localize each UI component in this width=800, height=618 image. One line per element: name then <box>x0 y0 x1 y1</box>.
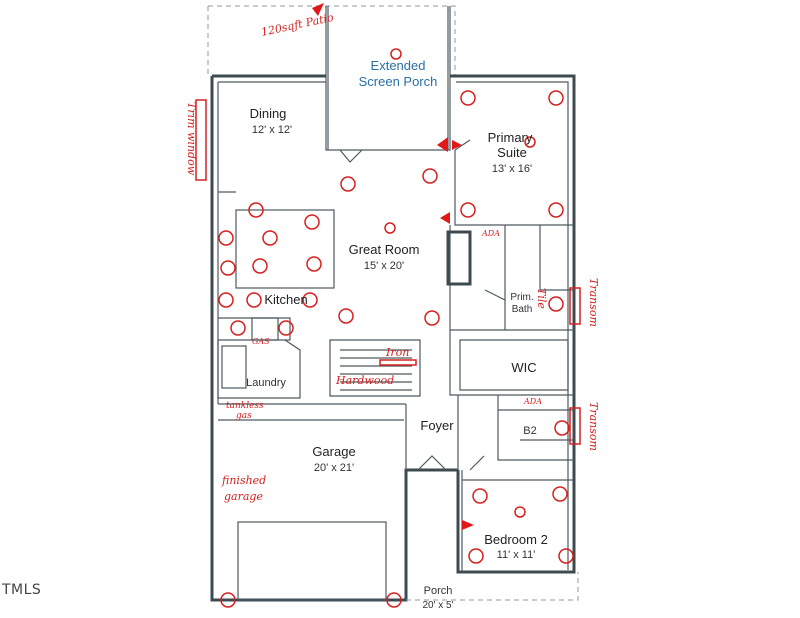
transom-note-2: Transom <box>587 402 600 451</box>
bath-walls <box>449 225 574 396</box>
gas-note: GAS <box>252 337 270 346</box>
screen-porch-label-2: Screen Porch <box>359 74 438 89</box>
washer <box>221 345 247 389</box>
window-marker <box>569 407 581 445</box>
screen-porch-label-1: Extended <box>371 58 426 73</box>
tankless-note-1: tankless <box>226 401 264 411</box>
primary-suite-line1: Primary <box>488 130 533 145</box>
stairs <box>329 339 421 397</box>
foyer-name: Foyer <box>420 418 454 433</box>
foyer-walls <box>405 395 574 470</box>
marker-triangle <box>440 212 450 224</box>
garage-dim: 20' x 21' <box>314 462 354 474</box>
marker-triangle <box>312 3 324 16</box>
stove <box>251 317 279 341</box>
b2-name: B2 <box>523 425 536 437</box>
bedroom2-name: Bedroom 2 <box>484 532 548 547</box>
great-room-dim: 15' x 20' <box>364 260 404 272</box>
screen-porch-walls <box>325 6 451 151</box>
great-room-name: Great Room <box>349 242 420 257</box>
garage-name: Garage <box>312 444 355 459</box>
kitchen-island <box>235 209 335 289</box>
light-markers <box>218 90 574 608</box>
primary-suite-wall <box>454 139 574 226</box>
exterior-wall <box>210 74 576 602</box>
porch-dim: 20' x 5' <box>422 600 453 611</box>
tile-note: Tile <box>535 288 548 309</box>
tankless-note-2: gas <box>236 411 252 421</box>
iron-note: Iron <box>385 346 409 359</box>
dining-dim: 12' x 12' <box>252 124 292 136</box>
marker-triangle <box>437 137 448 152</box>
ada-note-2: ADA <box>523 397 542 406</box>
finished-garage-note-2: garage <box>224 490 263 503</box>
transom-note-1: Transom <box>587 278 600 327</box>
window-marker <box>569 287 581 325</box>
wic-name: WIC <box>511 360 536 375</box>
window-marker <box>195 99 207 181</box>
fan-markers <box>384 48 536 518</box>
porch-name: Porch <box>424 585 453 597</box>
patio-label: 120sqft Patio <box>260 11 335 39</box>
door-swing <box>339 149 485 471</box>
kitchen-name: Kitchen <box>264 292 307 307</box>
finished-garage-note-1: finished <box>221 474 266 487</box>
laundry-name: Laundry <box>246 377 286 389</box>
laundry-walls <box>217 339 301 399</box>
trim-window-note: Trim window <box>185 102 198 176</box>
patio-outline <box>207 5 456 76</box>
prim-bath-line1: Prim. <box>510 292 533 303</box>
ada-note-1: ADA <box>481 229 500 238</box>
garage-door <box>237 521 387 601</box>
primary-suite-line2: Suite <box>497 145 527 160</box>
marker-triangle <box>462 520 474 530</box>
primary-suite-dim: 13' x 16' <box>492 163 532 175</box>
wic-walls <box>459 339 569 391</box>
fireplace <box>446 230 472 286</box>
iron-railing-marker <box>379 359 417 366</box>
watermark: TMLS <box>2 582 42 598</box>
porch-outline <box>406 572 579 601</box>
bedroom2-dim: 11' x 11' <box>497 549 536 561</box>
hardwood-note: Hardwood <box>335 374 394 387</box>
marker-triangle <box>452 140 462 150</box>
garage-walls <box>218 403 406 421</box>
prim-bath-line2: Bath <box>512 304 533 315</box>
dining-name: Dining <box>250 106 287 121</box>
